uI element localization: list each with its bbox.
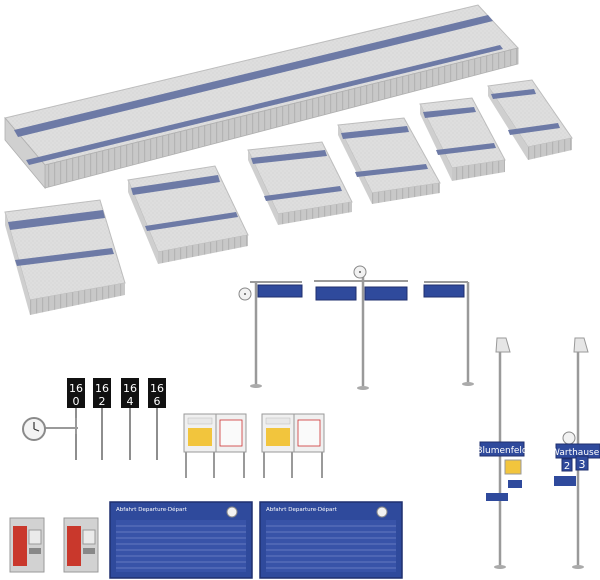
- long-platform: [4, 4, 519, 190]
- km-post-top: 16: [69, 382, 83, 395]
- km-post-bottom: 4: [127, 395, 134, 408]
- ticket-machine-1: [9, 517, 45, 573]
- station-sign-pole-2: Warthausen 2 3: [551, 337, 600, 569]
- station-sign-pole-1: Blumenfeld: [476, 337, 528, 569]
- ticket-machine-2: [63, 517, 99, 573]
- platform-stripe: [14, 15, 493, 137]
- km-post-top: 16: [123, 382, 137, 395]
- notice-board-2: [261, 413, 325, 478]
- station-name-sign: [479, 441, 525, 457]
- platform-section-4: [337, 117, 441, 204]
- departure-board-1: Abfahrt Departure·Départ: [109, 501, 253, 579]
- platform-section-1: [4, 199, 126, 315]
- km-post-4: 16 6: [148, 378, 166, 460]
- platform-section-5: [419, 97, 506, 181]
- km-post-bottom: 6: [154, 395, 161, 408]
- overhead-indicator-1: [238, 281, 303, 388]
- km-post-top: 16: [150, 382, 164, 395]
- km-post-3: 16 4: [121, 378, 139, 460]
- km-post-bottom: 2: [99, 395, 106, 408]
- km-post-bottom: 0: [73, 395, 80, 408]
- platform-stripe: [26, 45, 503, 165]
- platform-clock: [22, 417, 78, 441]
- station-name-text: Warthausen: [551, 448, 600, 458]
- platform-number: 2: [564, 461, 570, 472]
- departure-board-header: Abfahrt Departure·Départ: [116, 506, 188, 513]
- km-post-1: 16 0: [67, 378, 85, 460]
- km-post-2: 16 2: [93, 378, 111, 460]
- overhead-indicator-2: [314, 265, 408, 390]
- departure-board-header: Abfahrt Departure·Départ: [266, 506, 338, 513]
- platform-section-3: [247, 141, 353, 225]
- notice-board-1: [183, 413, 247, 478]
- departure-board-2: Abfahrt Departure·Départ: [259, 501, 403, 579]
- platform-section-2: [127, 165, 249, 264]
- overhead-indicator-3: [423, 281, 474, 386]
- platform-number: 3: [579, 458, 586, 471]
- km-post-top: 16: [95, 382, 109, 395]
- station-name-text: Blumenfeld: [476, 446, 527, 456]
- platform-section-6: [487, 79, 573, 160]
